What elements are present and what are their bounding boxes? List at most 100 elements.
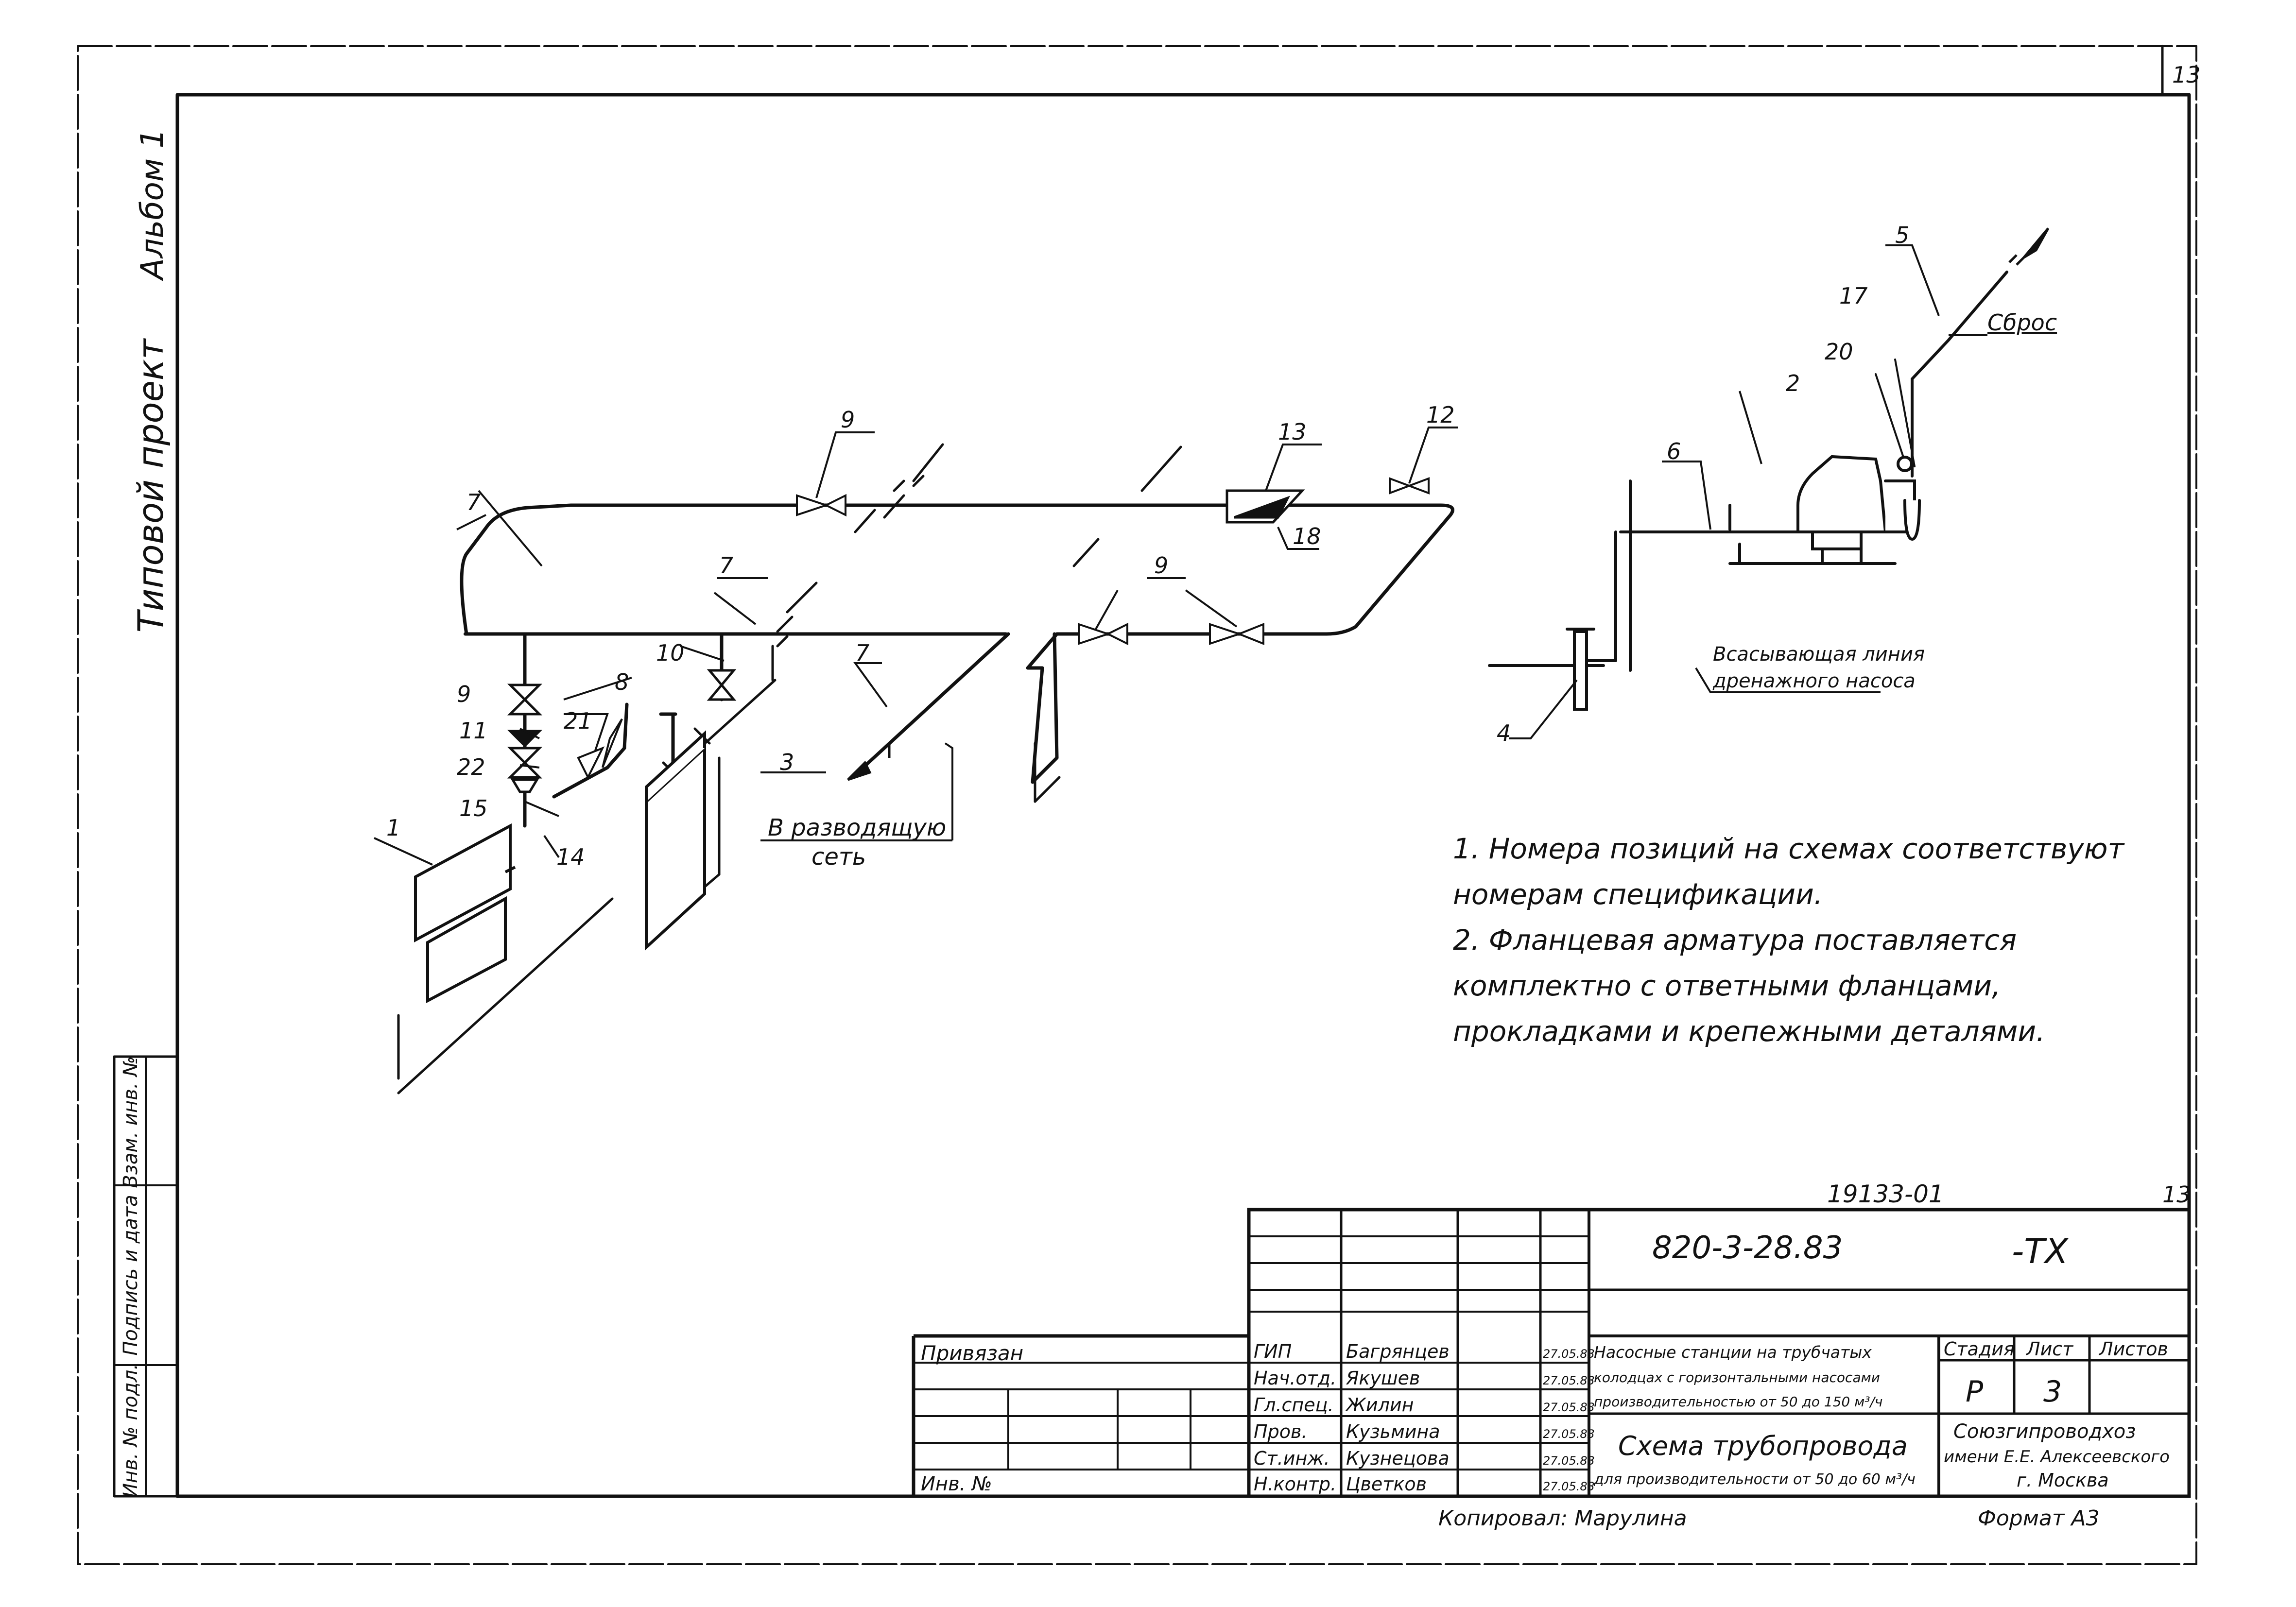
leader-17 [1894,359,1916,467]
main-pipe-loop [525,503,1454,784]
flange-15-icon [510,778,539,793]
callout-2: 2 [1786,370,1800,396]
callout-10: 10 [656,640,685,666]
archive-number: 19133-01 [1827,1180,1944,1208]
well-3 [645,730,706,951]
callout-11: 11 [459,718,488,744]
date-5: 27.05.83 [1543,1480,1595,1493]
label-discharge: Сброс [1987,309,2057,336]
valve-21-icon [577,718,623,780]
callout-3: 3 [780,749,794,775]
callout-8: 8 [615,669,629,695]
drainage-pump-2 [1796,455,1887,533]
gate-valve-9-icon [507,684,543,716]
discharge-pipe-5 [1911,271,2008,478]
callout-9a: 9 [841,407,855,433]
label-suction-2: дренажного насоса [1712,670,1916,692]
date-3: 27.05.83 [1543,1427,1595,1441]
callout-5: 5 [1895,222,1909,248]
organization-2: имени Е.Е. Алексеевского [1944,1447,2170,1467]
stamp-signature-label: Подпись и дата [120,1195,142,1355]
name-5: Цветков [1346,1473,1427,1495]
name-0: Багрянцев [1346,1341,1450,1362]
role-3: Пров. [1254,1421,1307,1442]
callout-15: 15 [459,795,488,821]
format-label: Формат А3 [1978,1506,2100,1531]
label-to-network-2: сеть [811,843,866,871]
callout-9b: 9 [457,681,471,707]
arrow-to-network [847,743,891,781]
callout-1: 1 [386,815,400,841]
callout-6: 6 [1667,438,1681,464]
roles-table: ГИП Багрянцев 27.05.83 Нач.отд. Якушев 2… [1254,1341,1595,1495]
note-2: 2. Фланцевая арматура поставляется компл… [1453,923,2045,1048]
role-0: ГИП [1254,1341,1292,1362]
leader-20 [1875,373,1906,462]
sheet-header: Лист [2025,1338,2074,1360]
project-title-2: колодцах с горизонтальными насосами [1594,1369,1880,1385]
drainage-well-4 [1573,630,1588,711]
designation: 820-3-28.83 [1652,1230,1843,1266]
callout-14: 14 [556,844,585,870]
project-title-3: производительностью от 50 до 150 м³/ч [1594,1394,1882,1410]
gate-valve-22-icon [507,747,543,779]
title-block-text: 19133-01 13 820-3-28.83 -ТХ Привязан Инв… [921,1180,2191,1531]
sheet-title: Схема трубопровода [1618,1431,1908,1461]
pump-1 [414,823,516,1003]
callout-12: 12 [1426,402,1455,428]
organization-1: Союзгипроводхоз [1953,1420,2136,1443]
callout-22: 22 [457,754,485,780]
drainage-scheme [1488,271,2008,711]
pipeline-scheme [460,503,1454,852]
note-1: 1. Номера позиций на схемах соответствую… [1453,832,2124,911]
bound-label: Привязан [921,1341,1023,1365]
callout-13: 13 [1278,419,1307,445]
name-4: Кузнецова [1346,1448,1450,1469]
stage-header: Стадия [1944,1338,2015,1360]
callout-18: 18 [1293,523,1321,549]
name-2: Жилин [1345,1394,1414,1416]
gate-valve-10-icon [707,669,737,701]
callout-4: 4 [1497,720,1511,746]
check-valve-11-icon [507,730,543,748]
callout-7b: 7 [719,552,733,579]
date-2: 27.05.83 [1543,1401,1595,1414]
name-3: Кузьмина [1346,1421,1440,1442]
valve-symbols [507,477,1430,793]
outer-frame [77,45,2197,1565]
page-corner-number: 13 [2172,62,2201,88]
sheet-value: 3 [2043,1375,2062,1409]
inner-frame [175,93,2191,1498]
date-0: 27.05.83 [1543,1347,1595,1361]
callout-leaders [374,244,1987,866]
gate-valve-9b-icon [1078,623,1111,645]
general-notes: 1. Номера позиций на схемах соответствую… [1453,826,2201,1054]
designation-suffix: -ТХ [2012,1231,2069,1271]
stamp-inv-label: Инв. № подл. [120,1364,142,1498]
role-5: Н.контр. [1254,1473,1336,1495]
callout-7a: 7 [466,489,481,515]
left-stamp: Инв. № подл. Подпись и дата Взам. инв. № [113,1055,179,1498]
sheets-header: Листов [2098,1338,2168,1360]
gate-valve-9c-icon [1209,623,1243,645]
name-1: Якушев [1346,1368,1420,1389]
side-title-project: Типовой проект [130,338,171,633]
sheet-subtitle: для производительности от 50 до 60 м³/ч [1593,1471,1916,1488]
callout-9c: 9 [1154,552,1168,579]
main-pipe-lower [460,506,1008,636]
organization-3: г. Москва [2017,1470,2109,1491]
title-block [912,1208,2191,1498]
callout-7c: 7 [855,640,869,666]
air-valve-12-icon [1389,477,1430,495]
role-2: Гл.спец. [1254,1394,1334,1416]
role-4: Ст.инж. [1254,1448,1330,1469]
stage-value: Р [1966,1375,1984,1409]
label-to-network-1: В разводящую [768,814,946,841]
label-suction-1: Всасывающая линия [1713,643,1925,666]
project-title-1: Насосные станции на трубчатых [1594,1343,1872,1362]
callout-17: 17 [1839,283,1868,309]
callouts: 1 2 3 4 5 6 7 7 7 8 9 9 9 10 11 12 13 14… [386,222,1909,870]
callout-21: 21 [564,708,592,734]
date-4: 27.05.83 [1543,1454,1595,1468]
